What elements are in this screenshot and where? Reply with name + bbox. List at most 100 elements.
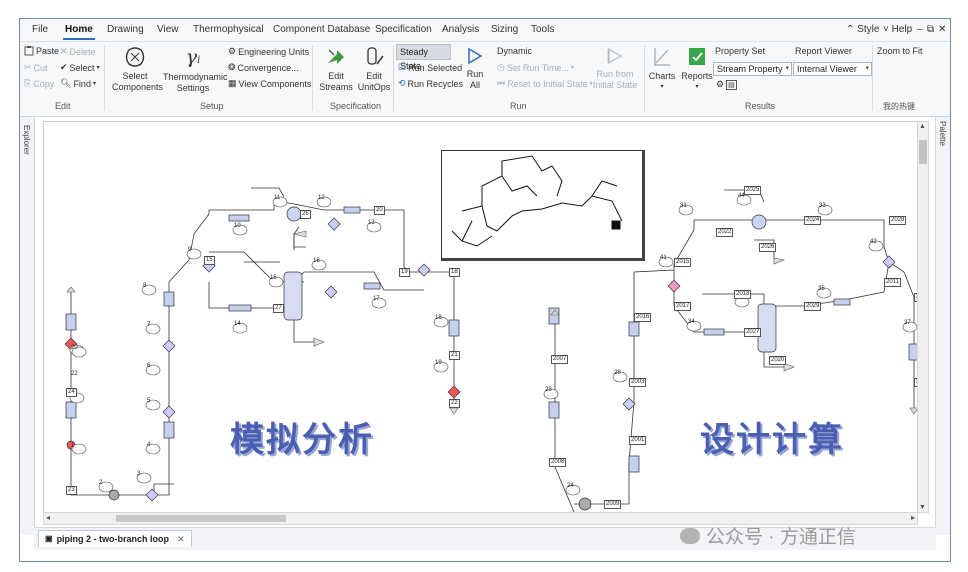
isometric-preview-image xyxy=(441,150,645,261)
scroll-right-icon[interactable]: ▸ xyxy=(910,513,915,522)
dropdown-arrow-icon: ▾ xyxy=(865,65,869,72)
style-menu[interactable]: ⌃ Style xyxy=(846,24,880,35)
reset-initial-state-button[interactable]: ⏮ Reset to Initial State ▾ xyxy=(497,78,593,89)
charts-button[interactable]: Charts ▾ xyxy=(648,46,676,93)
steady-state-button[interactable]: Steady State xyxy=(396,44,451,71)
minimize-icon[interactable]: – xyxy=(917,24,923,35)
select-components-button[interactable]: Select Components xyxy=(112,46,163,93)
ribbon-separator xyxy=(104,45,105,111)
document-tab[interactable]: ▣ piping 2 - two-branch loop ✕ xyxy=(38,530,192,547)
report-icon xyxy=(689,48,705,65)
scroll-down-icon[interactable]: ▼ xyxy=(919,504,926,511)
stream-tag: 21 xyxy=(449,351,460,360)
run-from-initial-label: Run from Initial State xyxy=(592,69,638,90)
convergence-label: Convergence... xyxy=(237,62,299,73)
palette-panel-collapsed[interactable]: Palette xyxy=(935,117,950,535)
play-outline-icon xyxy=(607,47,623,65)
stream-number-label: 13 xyxy=(368,220,375,226)
run-selected-button[interactable]: ☑ Run Selected xyxy=(398,62,462,73)
edit-streams-label: Edit Streams xyxy=(319,71,353,92)
stream-tag: 19 xyxy=(399,268,410,277)
paste-button[interactable]: Paste xyxy=(24,46,59,56)
stream-tag: 15 xyxy=(204,256,215,265)
document-tab-label: piping 2 - two-branch loop xyxy=(56,534,170,544)
property-set-combo[interactable]: Stream Property ▾ xyxy=(713,62,792,76)
menu-specification[interactable]: Specification xyxy=(375,24,432,35)
stream-tag: 2016 xyxy=(634,313,652,322)
edit-streams-button[interactable]: Edit Streams xyxy=(317,46,355,93)
vertical-scroll-thumb[interactable] xyxy=(919,140,927,164)
stream-tag: 26 xyxy=(300,210,311,219)
vertical-scrollbar[interactable]: ▲ ▼ xyxy=(917,121,929,513)
menu-tools[interactable]: Tools xyxy=(531,24,555,35)
engineering-units-button[interactable]: ⚙ Engineering Units xyxy=(228,46,309,57)
stream-number-label: 18 xyxy=(435,315,442,321)
table-icon: ▦ xyxy=(228,78,237,88)
stream-number-label: 31 xyxy=(680,203,687,209)
stream-number-label: 44 xyxy=(738,193,745,199)
stream-tag: 2020 xyxy=(769,356,787,365)
watermark: 公众号 · 方通正信 xyxy=(680,522,856,549)
thermodynamic-settings-button[interactable]: γi Thermodynamic Settings xyxy=(163,46,228,94)
restore-icon[interactable]: ⧉ xyxy=(927,24,935,35)
stream-number-label: 5 xyxy=(147,398,151,404)
horizontal-scroll-thumb[interactable] xyxy=(116,515,286,522)
report-viewer-combo[interactable]: Internal Viewer ▾ xyxy=(793,62,872,76)
view-components-button[interactable]: ▦ View Components xyxy=(228,78,311,89)
stream-tag: 2013 xyxy=(914,293,917,302)
report-viewer-value: Internal Viewer xyxy=(797,64,857,74)
stream-tag: 2024 xyxy=(804,216,822,225)
menu-sizing[interactable]: Sizing xyxy=(491,24,519,35)
tab-close-icon[interactable]: ✕ xyxy=(177,534,185,544)
menu-bar: File Home Drawing View Thermophysical Co… xyxy=(20,19,950,42)
menu-file[interactable]: File xyxy=(32,24,49,35)
help-menu[interactable]: ˅ Help xyxy=(883,24,913,35)
close-icon[interactable]: ✕ xyxy=(938,24,947,35)
stream-number-label: 14 xyxy=(234,321,241,327)
menu-analysis[interactable]: Analysis xyxy=(442,24,480,35)
set-run-time-button[interactable]: ◷ Set Run Time... ▾ xyxy=(497,62,574,73)
stream-tag: 2022 xyxy=(716,228,734,237)
gear-icon[interactable]: ⚙ xyxy=(716,79,725,89)
stream-number-label: 15 xyxy=(270,275,277,281)
specification-group-label: Specification xyxy=(330,101,382,111)
ribbon-separator xyxy=(644,45,645,111)
stream-tag: 24 xyxy=(66,388,77,397)
edit-unitops-button[interactable]: Edit UnitOps xyxy=(357,46,391,93)
delete-button[interactable]: ✕ Delete xyxy=(60,46,96,57)
run-all-button[interactable]: Run All xyxy=(463,46,487,91)
run-from-initial-state-button[interactable]: Run from Initial State xyxy=(592,46,638,91)
convergence-button[interactable]: ❂ Convergence... xyxy=(228,62,299,73)
checkbox-icon: ☑ xyxy=(398,62,407,72)
scroll-up-icon[interactable]: ▲ xyxy=(919,123,926,130)
run-recycles-label: Run Recycles xyxy=(407,78,464,89)
property-table-icon[interactable]: ▤ xyxy=(726,79,737,90)
copy-icon: ⎘ xyxy=(24,78,32,88)
horizontal-scrollbar[interactable]: ◂ ▸ xyxy=(43,512,918,525)
scroll-left-icon[interactable]: ◂ xyxy=(46,513,51,522)
menu-thermophysical[interactable]: Thermophysical xyxy=(193,24,264,35)
flowsheet-canvas[interactable]: 1234567891011121314151617181920212215181… xyxy=(43,121,918,513)
select-button[interactable]: ✔ Select ▾ xyxy=(60,62,100,73)
menu-home[interactable]: Home xyxy=(63,24,95,40)
copy-button[interactable]: ⎘ Copy xyxy=(24,78,54,89)
paste-label: Paste xyxy=(36,46,60,56)
reports-button[interactable]: Reports ▾ xyxy=(681,46,713,93)
stream-number-label: 4 xyxy=(147,442,151,448)
menu-view[interactable]: View xyxy=(157,24,179,35)
wechat-icon xyxy=(680,527,700,544)
menu-drawing[interactable]: Drawing xyxy=(107,24,144,35)
property-set-value: Stream Property xyxy=(717,64,783,74)
ribbon-separator xyxy=(872,45,873,111)
reset-icon: ⏮ xyxy=(497,78,506,88)
run-recycles-button[interactable]: ⟲ Run Recycles xyxy=(398,78,463,89)
clock-icon: ◷ xyxy=(497,62,505,72)
stream-tag: 2018 xyxy=(734,290,752,299)
stream-number-label: 12 xyxy=(318,195,325,201)
zoom-to-fit-button[interactable]: Zoom to Fit xyxy=(877,46,923,56)
cut-button[interactable]: ✂ Cut xyxy=(24,62,48,73)
find-button[interactable]: 🔍︎ Find ▾ xyxy=(60,78,96,89)
stream-number-label: 10 xyxy=(234,223,241,229)
menu-component-database[interactable]: Component Database xyxy=(273,24,371,35)
explorer-panel-collapsed[interactable]: Explorer xyxy=(20,117,35,535)
